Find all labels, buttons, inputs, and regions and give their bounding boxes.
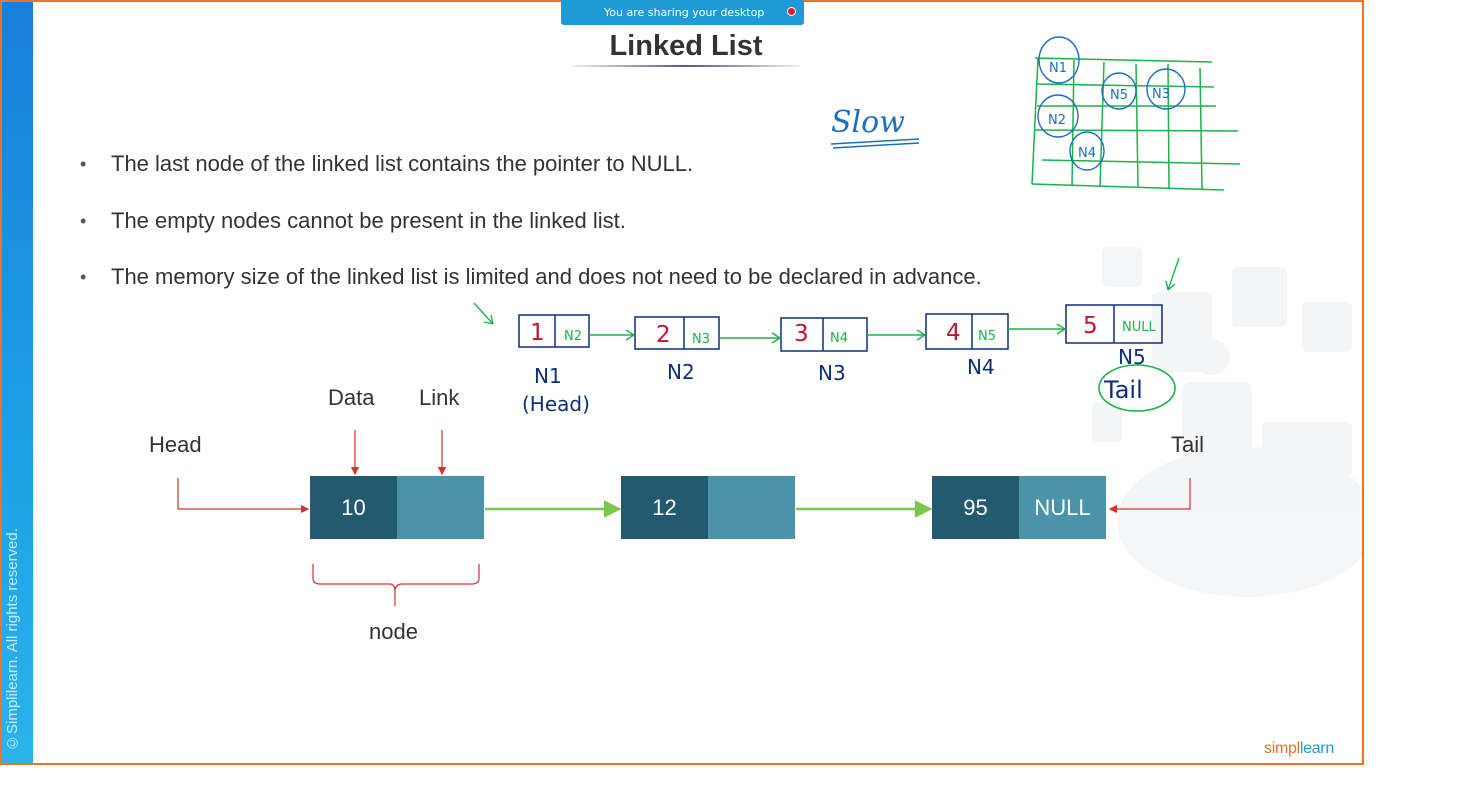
chain-node-next: N5: [978, 329, 996, 344]
chain-node-value: 5: [1083, 313, 1098, 339]
screen-share-banner[interactable]: You are sharing your desktop: [561, 0, 804, 25]
node-brace: [312, 564, 480, 606]
chain-node-name: N1: [534, 364, 562, 388]
head-label: Head: [149, 432, 202, 457]
presentation-slide: ©Simplilearn. All rights reserved. Linke…: [0, 0, 1364, 765]
diagram-connectors: [177, 430, 1191, 606]
annotation-arrow: [473, 302, 494, 325]
grid-node-label: N2: [1048, 113, 1066, 128]
grid-node-label: N3: [1152, 87, 1170, 102]
annotation-slow-word: Slow: [831, 105, 905, 140]
chain-node-name: N4: [967, 355, 995, 379]
slide-left-bar: ©Simplilearn. All rights reserved.: [2, 2, 33, 763]
annotation-tail-word: Tail: [1103, 376, 1143, 404]
bullet-item: The empty nodes cannot be present in the…: [78, 205, 982, 262]
title-underline: [572, 65, 800, 67]
chain-node-value: 3: [794, 321, 809, 347]
stop-sharing-icon[interactable]: [787, 7, 796, 16]
data-label: Data: [328, 385, 375, 410]
grid-node-label: N4: [1078, 146, 1096, 161]
node-label: node: [369, 619, 418, 644]
chain-head-note: (Head): [522, 392, 590, 416]
bullet-item: The last node of the linked list contain…: [78, 148, 982, 205]
grid-node-label: N5: [1110, 88, 1128, 103]
grid-node-label: N1: [1049, 61, 1067, 76]
handwritten-annotations: Slow N1 N2 N3 N4: [473, 36, 1241, 416]
chain-node-next: N3: [692, 332, 710, 347]
slide-title: Linked List: [609, 30, 763, 62]
tail-pointer-arrow: [1108, 478, 1191, 514]
bullet-list: The last node of the linked list contain…: [78, 148, 982, 318]
handwritten-node-chain: 1 2 3 4 5 N2 N3 N4 N5 NULL N1 N2 N3 N4 N…: [518, 304, 1176, 416]
chain-node-name: N2: [667, 360, 695, 384]
chain-node-name: N3: [818, 361, 846, 385]
chain-node-next: NULL: [1122, 320, 1156, 335]
simplilearn-logo: simpllearn: [1264, 740, 1334, 757]
node-link-cell: NULL: [1019, 476, 1106, 539]
node-data-cell: 95: [932, 476, 1019, 539]
node-link-cell: [397, 476, 484, 539]
annotation-arrow: [1165, 257, 1180, 291]
tail-label: Tail: [1171, 432, 1205, 457]
chain-node-value: 4: [946, 320, 961, 346]
chain-node-next: N4: [830, 331, 848, 346]
tail-circle: [1098, 364, 1176, 412]
head-pointer-arrow: [177, 478, 310, 514]
watermark-illustration: [1092, 247, 1362, 597]
node-data-cell: 10: [310, 476, 397, 539]
share-banner-text: You are sharing your desktop: [604, 6, 765, 19]
chain-node-next: N2: [564, 329, 582, 344]
link-label: Link: [419, 385, 460, 410]
bullet-item: The memory size of the linked list is li…: [78, 261, 982, 318]
node-link-cell: [708, 476, 795, 539]
chain-node-value: 2: [656, 322, 671, 348]
chain-node-value: 1: [530, 320, 545, 346]
node-data-cell: 12: [621, 476, 708, 539]
